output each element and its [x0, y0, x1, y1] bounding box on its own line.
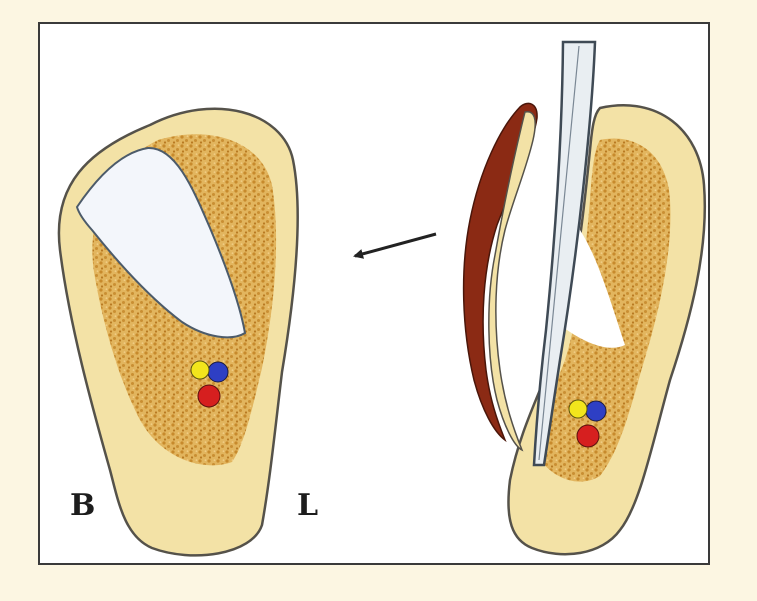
nerve-icon [191, 361, 209, 379]
nerve-icon [569, 400, 587, 418]
lingual-label: L [297, 491, 318, 521]
artery-icon [577, 425, 599, 447]
splitting-ridge-section [464, 42, 705, 554]
buccal-label: B [70, 491, 95, 521]
arrow-left-icon [355, 234, 436, 256]
vein-icon [586, 401, 606, 421]
artery-icon [198, 385, 220, 407]
vein-icon [208, 362, 228, 382]
